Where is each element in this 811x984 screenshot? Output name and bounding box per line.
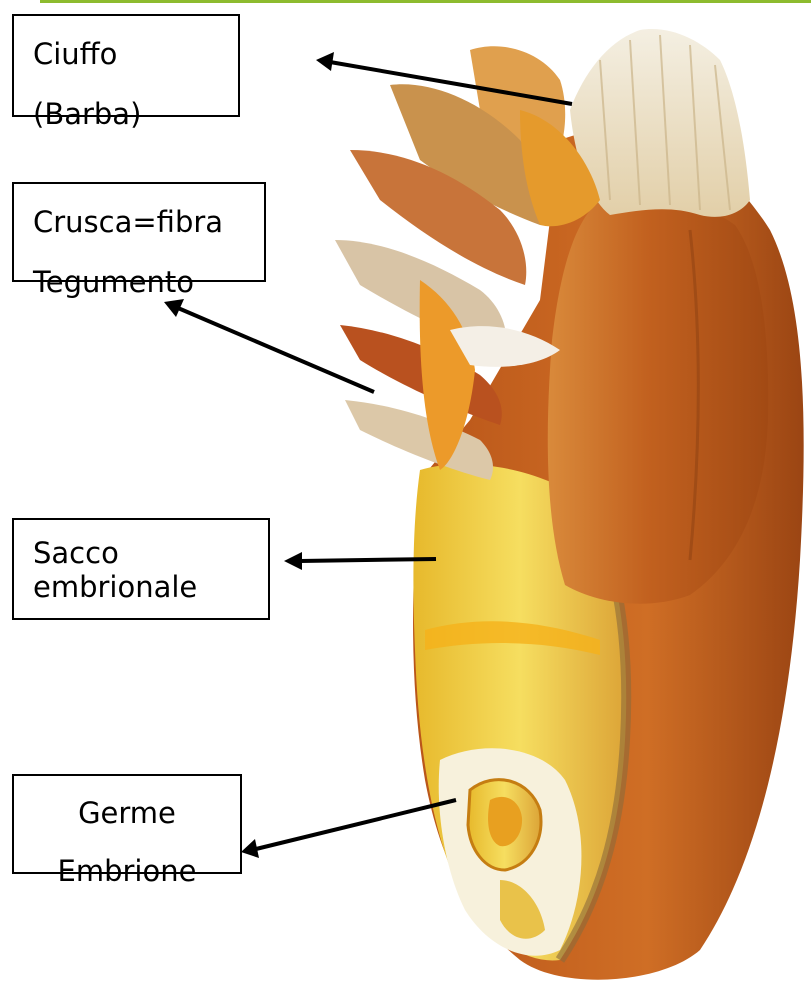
label-sacco: Sacco embrionale: [12, 518, 270, 620]
tuft: [570, 29, 750, 217]
label-crusca-line1: Crusca=fibra: [33, 192, 264, 252]
label-sacco-line1: Sacco: [33, 536, 268, 570]
front-glume: [548, 196, 768, 604]
label-sacco-line2: embrionale: [33, 570, 268, 604]
label-ciuffo: Ciuffo (Barba): [12, 14, 240, 117]
arrowhead-ciuffo: [316, 52, 334, 71]
label-germe-line2: Embrione: [14, 842, 240, 900]
label-germe: Germe Embrione: [12, 774, 242, 874]
arrow-germe: [256, 800, 456, 849]
label-ciuffo-line2: (Barba): [33, 84, 238, 144]
label-crusca: Crusca=fibra Tegumento: [12, 182, 266, 282]
arrow-sacco: [300, 559, 436, 561]
label-germe-line1: Germe: [14, 784, 240, 842]
arrowhead-sacco: [284, 552, 302, 570]
arrow-crusca: [178, 308, 374, 392]
label-ciuffo-line1: Ciuffo: [33, 24, 238, 84]
label-crusca-line2: Tegumento: [33, 252, 264, 312]
arrowhead-germe: [241, 839, 259, 858]
